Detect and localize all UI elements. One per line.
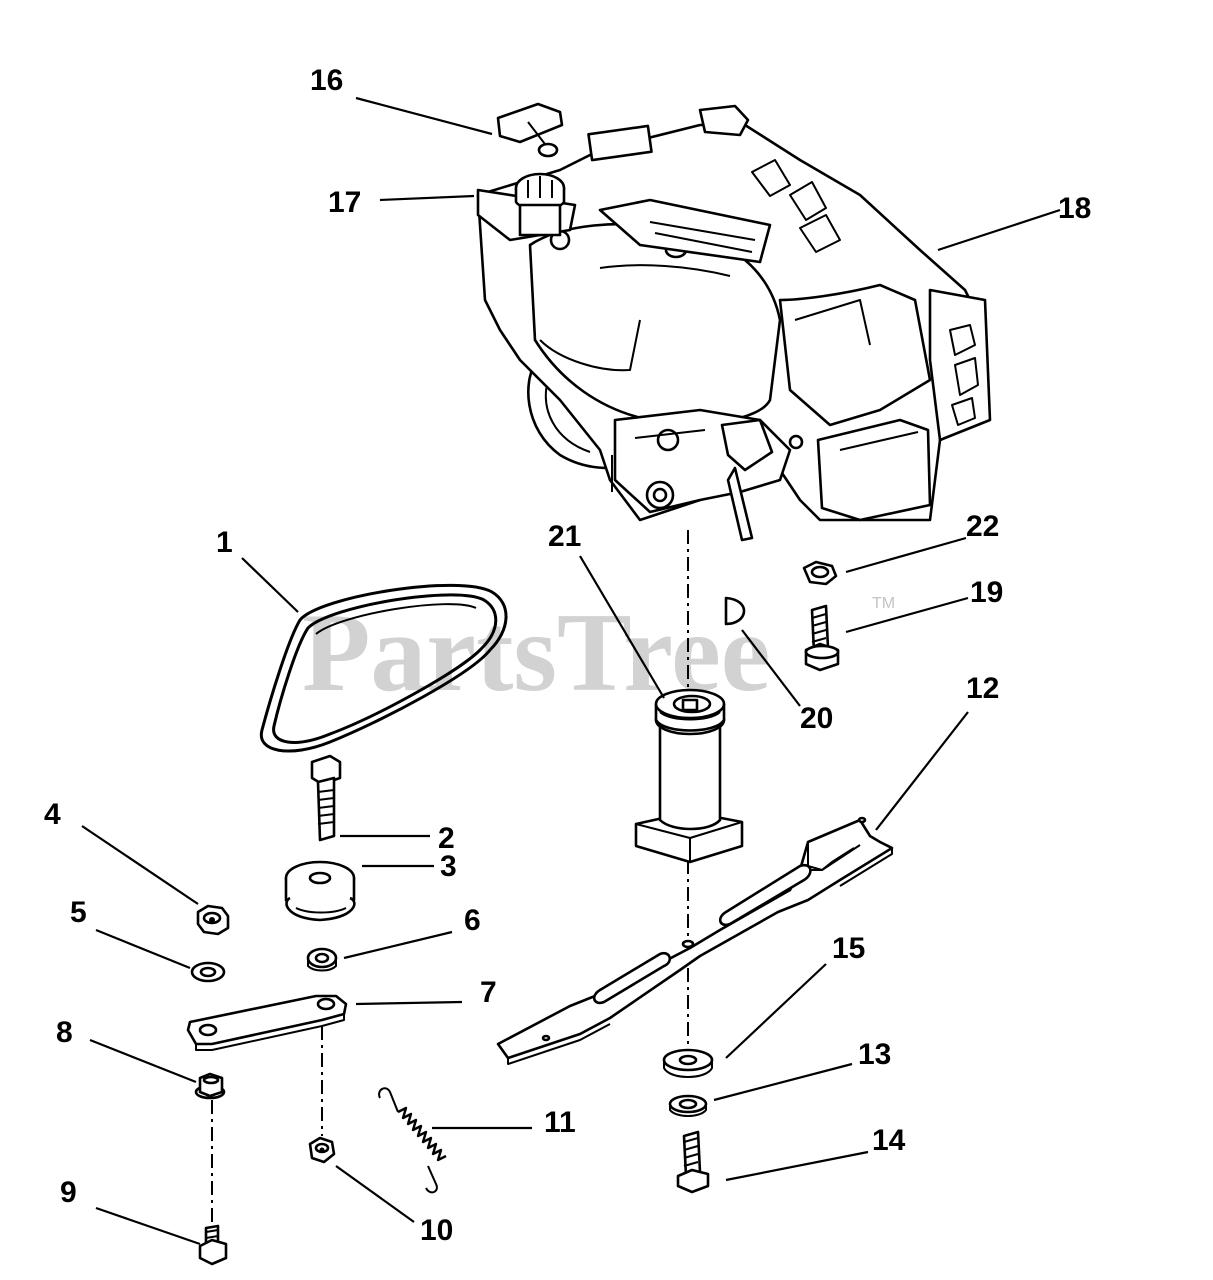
callout-4: 4 [44, 798, 61, 831]
callout-7: 7 [480, 976, 497, 1009]
callout-10: 10 [420, 1214, 453, 1247]
callout-13: 13 [858, 1038, 891, 1071]
belt-drawing[interactable] [259, 583, 508, 753]
callout-18: 18 [1058, 192, 1091, 225]
blade-drawing[interactable] [496, 816, 894, 1065]
callout-17: 17 [328, 186, 361, 219]
callout-labels: 1 2 3 4 5 6 7 8 9 10 11 12 13 14 15 16 1… [44, 64, 1091, 1247]
callout-11: 11 [544, 1106, 576, 1139]
watermark-trademark: TM [872, 595, 895, 612]
callout-2: 2 [438, 822, 455, 855]
washer-5-drawing[interactable] [190, 961, 226, 983]
callout-22: 22 [966, 510, 999, 543]
callout-9: 9 [60, 1176, 77, 1209]
leader-lines [81, 96, 1061, 1246]
key-drawing[interactable] [724, 596, 746, 626]
engine-drawing[interactable] [476, 102, 992, 542]
callout-5: 5 [70, 896, 87, 929]
blade-bolt-drawing[interactable] [676, 1130, 710, 1194]
flange-nut-drawing[interactable] [194, 1072, 226, 1100]
lock-nut-drawing[interactable] [308, 1136, 336, 1164]
callout-3: 3 [440, 850, 457, 883]
callout-6: 6 [464, 904, 481, 937]
callout-19: 19 [970, 576, 1003, 609]
spacer-drawing[interactable] [306, 947, 338, 972]
callout-16: 16 [310, 64, 343, 97]
lock-washer-drawing[interactable] [668, 1094, 708, 1117]
idler-arm-drawing[interactable] [186, 994, 348, 1051]
washer-15-drawing[interactable] [662, 1048, 714, 1078]
callout-12: 12 [966, 672, 999, 705]
screw-drawing[interactable] [198, 1224, 228, 1266]
bolt-drawing[interactable] [310, 754, 342, 842]
callout-21: 21 [548, 520, 581, 553]
pulley-drawing[interactable] [284, 860, 356, 922]
callout-8: 8 [56, 1016, 73, 1049]
washer-22-drawing[interactable] [802, 560, 838, 586]
spring-drawing[interactable] [378, 1087, 447, 1194]
engine-bolt-drawing[interactable] [804, 604, 840, 672]
callout-14: 14 [872, 1124, 906, 1157]
callout-1: 1 [216, 526, 233, 559]
nut-drawing[interactable] [196, 904, 230, 936]
callout-15: 15 [832, 932, 865, 965]
blade-adapter-drawing[interactable] [634, 688, 744, 864]
callout-20: 20 [800, 702, 833, 735]
